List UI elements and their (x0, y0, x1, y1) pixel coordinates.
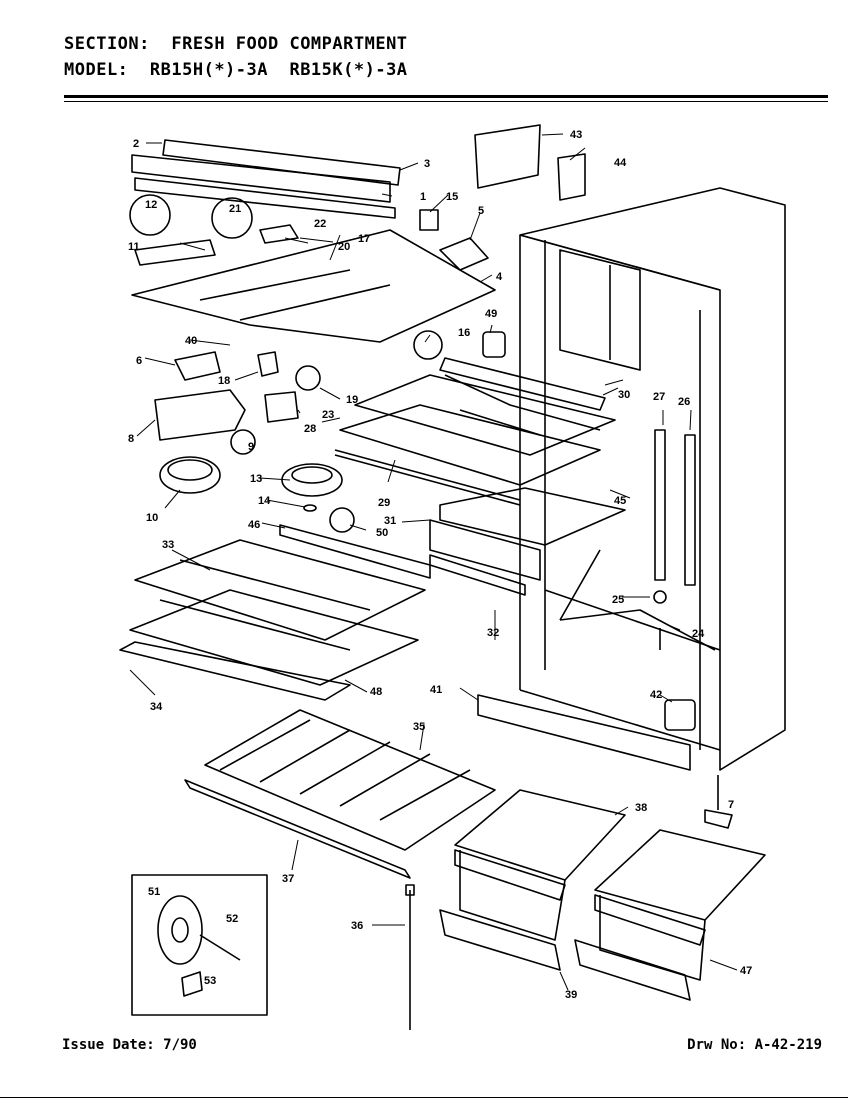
svg-text:53: 53 (204, 975, 216, 987)
svg-text:39: 39 (565, 989, 577, 1001)
header-rule-thin (64, 101, 828, 102)
callout-labels: 2 1 3 4 5 6 7 8 9 10 11 12 13 14 15 16 1… (128, 129, 752, 1001)
exploded-parts-diagram: 2 1 3 4 5 6 7 8 9 10 11 12 13 14 15 16 1… (119, 124, 786, 1030)
svg-text:26: 26 (678, 396, 690, 408)
svg-text:49: 49 (485, 308, 497, 320)
issue-date: Issue Date: 7/90 (62, 1037, 197, 1053)
svg-text:42: 42 (650, 689, 662, 701)
svg-text:19: 19 (346, 394, 358, 406)
svg-text:28: 28 (304, 423, 316, 435)
svg-text:45: 45 (614, 495, 626, 507)
svg-text:12: 12 (145, 199, 157, 211)
section-label: SECTION: (64, 34, 150, 54)
svg-text:33: 33 (162, 539, 174, 551)
upper-shelves (329, 357, 626, 596)
svg-text:52: 52 (226, 913, 238, 925)
svg-text:24: 24 (692, 628, 705, 640)
svg-text:32: 32 (487, 627, 499, 639)
svg-text:25: 25 (612, 594, 624, 606)
svg-text:11: 11 (128, 241, 140, 253)
svg-text:7: 7 (728, 799, 734, 811)
svg-text:30: 30 (618, 389, 630, 401)
svg-text:10: 10 (146, 512, 158, 524)
svg-text:21: 21 (229, 203, 241, 215)
model-heading: MODEL: RB15H(*)-3A RB15K(*)-3A (64, 60, 408, 80)
svg-text:3: 3 (424, 158, 430, 170)
lower-shelf (119, 524, 431, 701)
svg-text:13: 13 (250, 473, 262, 485)
svg-text:34: 34 (150, 701, 163, 713)
svg-text:36: 36 (351, 920, 363, 932)
svg-text:16: 16 (458, 327, 470, 339)
svg-text:2: 2 (133, 138, 139, 150)
svg-text:18: 18 (218, 375, 230, 387)
drawing-number: Drw No: A-42-219 (687, 1037, 822, 1053)
crisper-cover (184, 709, 496, 1030)
svg-text:50: 50 (376, 527, 388, 539)
svg-text:8: 8 (128, 433, 134, 445)
page-bottom-rule (0, 1097, 848, 1098)
section-value: FRESH FOOD COMPARTMENT (171, 34, 408, 54)
svg-text:4: 4 (496, 271, 503, 283)
svg-text:46: 46 (248, 519, 260, 531)
model-value: RB15H(*)-3A RB15K(*)-3A (149, 60, 408, 80)
svg-text:41: 41 (430, 684, 442, 696)
refrigerator-cabinet (519, 187, 786, 771)
roller-kit-inset (131, 874, 268, 1016)
electrical-components (154, 351, 343, 512)
svg-text:14: 14 (258, 495, 271, 507)
svg-text:44: 44 (614, 157, 627, 169)
svg-text:48: 48 (370, 686, 382, 698)
misc-hardware (477, 429, 733, 829)
header-rule-thick (64, 95, 828, 98)
svg-text:51: 51 (148, 886, 160, 898)
svg-text:9: 9 (248, 441, 254, 453)
svg-text:27: 27 (653, 391, 665, 403)
svg-text:38: 38 (635, 802, 647, 814)
svg-text:43: 43 (570, 129, 582, 141)
svg-text:23: 23 (322, 409, 334, 421)
svg-text:40: 40 (185, 335, 197, 347)
control-housing (129, 124, 586, 360)
svg-text:17: 17 (358, 233, 370, 245)
svg-text:5: 5 (478, 205, 484, 217)
svg-text:1: 1 (420, 191, 426, 203)
svg-text:15: 15 (446, 191, 458, 203)
leader-lines (129, 133, 738, 991)
section-heading: SECTION: FRESH FOOD COMPARTMENT (64, 34, 408, 54)
model-label: MODEL: (64, 60, 129, 80)
crisper-drawers (439, 789, 766, 1001)
svg-text:31: 31 (384, 515, 396, 527)
svg-text:37: 37 (282, 873, 294, 885)
svg-text:47: 47 (740, 965, 752, 977)
svg-text:20: 20 (338, 241, 350, 253)
svg-text:29: 29 (378, 497, 390, 509)
svg-text:35: 35 (413, 721, 425, 733)
svg-text:6: 6 (136, 355, 142, 367)
svg-text:22: 22 (314, 218, 326, 230)
